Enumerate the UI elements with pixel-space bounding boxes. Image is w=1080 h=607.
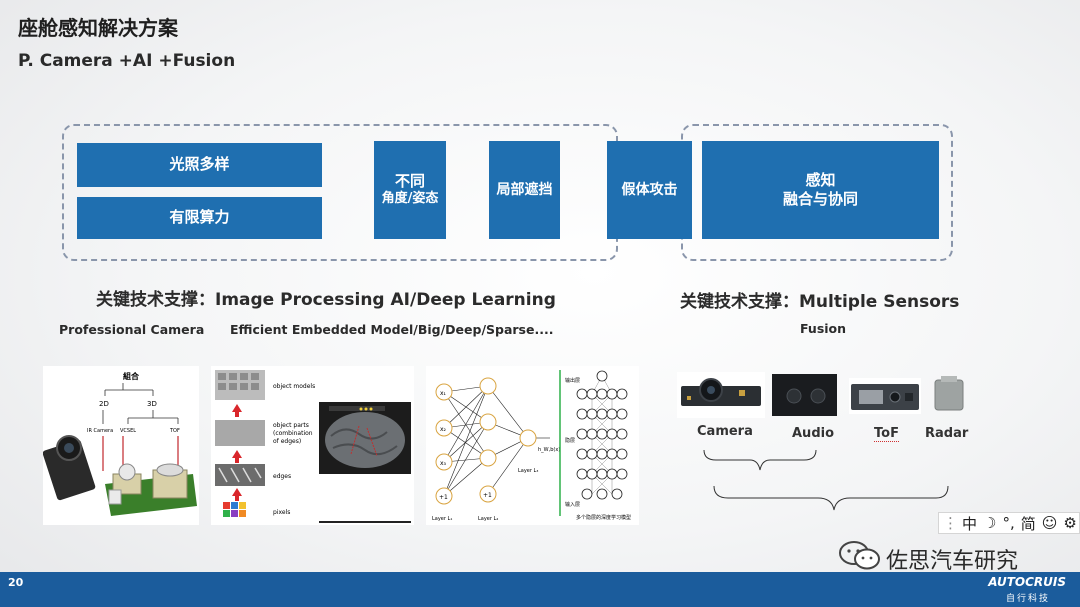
sensor-label-tof: ToF <box>874 426 899 442</box>
page-number: 20 <box>8 576 24 589</box>
deep-input-layer: 输入层 <box>565 501 580 508</box>
nn-x1: x₁ <box>440 390 447 397</box>
nn-x3: x₃ <box>440 460 447 467</box>
sub-professional-camera: Professional Camera <box>59 322 205 337</box>
camera-module-diagram: 組合 2D 3D IR Camera VCSEL TOF <box>43 366 199 525</box>
nn-x2: x₂ <box>440 426 447 433</box>
label-ir-camera: IR Camera <box>87 428 113 434</box>
page-subtitle: P. Camera +AI +Fusion <box>18 51 236 71</box>
box-lighting: 光照多样 <box>77 143 322 187</box>
gear-icon[interactable]: ⚙ <box>1063 514 1077 532</box>
hier-object-parts-3: of edges) <box>273 438 301 445</box>
label-2d: 2D <box>99 400 109 408</box>
camera-module-illustration: 組合 2D 3D IR Camera VCSEL TOF <box>43 371 197 516</box>
combo-label: 組合 <box>123 371 140 381</box>
neural-network-panel: x₁ x₂ x₃ +1 +1 h_W,b(x) Layer L₁ Layer L… <box>426 366 639 525</box>
deep-hidden-layer: 隐层 <box>565 437 575 444</box>
emoji-icon[interactable]: ☺ <box>1041 514 1058 532</box>
nn-output: h_W,b(x) <box>538 447 560 453</box>
nn-layer-2: Layer L₂ <box>478 516 498 522</box>
hier-object-parts-2: (combination <box>273 430 313 437</box>
hier-object-models: object models <box>273 383 315 390</box>
label-3d: 3D <box>147 400 157 408</box>
sub-embedded-model: Efficient Embedded Model/Big/Deep/Sparse… <box>230 322 554 337</box>
box-compute: 有限算力 <box>77 197 322 239</box>
nn-layer-1: Layer L₁ <box>432 516 452 522</box>
deep-network-nodes <box>576 370 628 500</box>
hier-pixels: pixels <box>273 509 290 516</box>
feature-hierarchy-panel: object models object parts (combination … <box>211 366 414 525</box>
deep-caption: 多个隐层的深度学习模型 <box>576 514 631 521</box>
ime-mode-chinese[interactable]: 中 <box>962 514 978 533</box>
nn-bias-2: +1 <box>483 492 492 499</box>
sub-fusion: Fusion <box>800 321 847 336</box>
pixels-grid <box>223 502 246 517</box>
punctuation-icon[interactable]: °, <box>1002 514 1015 532</box>
support-title-left: 关键技术支撑：Image Processing AI/Deep Learning <box>96 290 556 310</box>
wechat-icon <box>839 541 880 570</box>
neural-network-illustration: x₁ x₂ x₃ +1 +1 h_W,b(x) Layer L₁ Layer L… <box>432 370 631 522</box>
box-fusion: 感知 融合与协同 <box>702 141 939 239</box>
label-tof: TOF <box>169 428 180 434</box>
footer-bar <box>0 572 1080 607</box>
page-title: 座舱感知解决方案 <box>18 16 178 40</box>
hier-object-parts: object parts <box>273 422 309 429</box>
feature-hierarchy-illustration: object models object parts (combination … <box>215 370 411 523</box>
box-spoof-attack: 假体攻击 <box>607 141 692 239</box>
box-angle-pose: 不同 角度/姿态 <box>374 141 446 239</box>
ime-toolbar[interactable]: ⋮ 中 ☽ °, 简 ☺ ⚙ <box>938 512 1080 534</box>
ime-simplified[interactable]: 简 <box>1020 514 1036 533</box>
label-vcsel: VCSEL <box>120 428 136 434</box>
sensor-label-radar: Radar <box>925 426 969 441</box>
deep-output-layer: 输出层 <box>565 377 580 384</box>
sensor-camera-image <box>677 372 765 418</box>
hier-edges: edges <box>273 473 291 480</box>
watermark-text: 佐思汽车研究 <box>886 549 1019 574</box>
nn-layer-3: Layer L₃ <box>518 468 538 474</box>
moon-icon[interactable]: ☽ <box>983 514 997 532</box>
sensor-label-camera: Camera <box>697 424 753 439</box>
sensor-audio-image <box>772 374 837 416</box>
box-occlusion: 局部遮挡 <box>489 141 560 239</box>
support-title-right: 关键技术支撑：Multiple Sensors <box>680 292 960 312</box>
nn-bias-1: +1 <box>439 494 448 501</box>
sensor-radar-image <box>933 376 965 413</box>
sensor-label-audio: Audio <box>792 426 835 441</box>
brand-subtitle: 自行科技 <box>1005 594 1050 604</box>
brand-logo: AUTOCRUIS <box>988 575 1066 589</box>
sensor-braces <box>703 449 949 511</box>
sensor-tof-image <box>849 378 921 414</box>
